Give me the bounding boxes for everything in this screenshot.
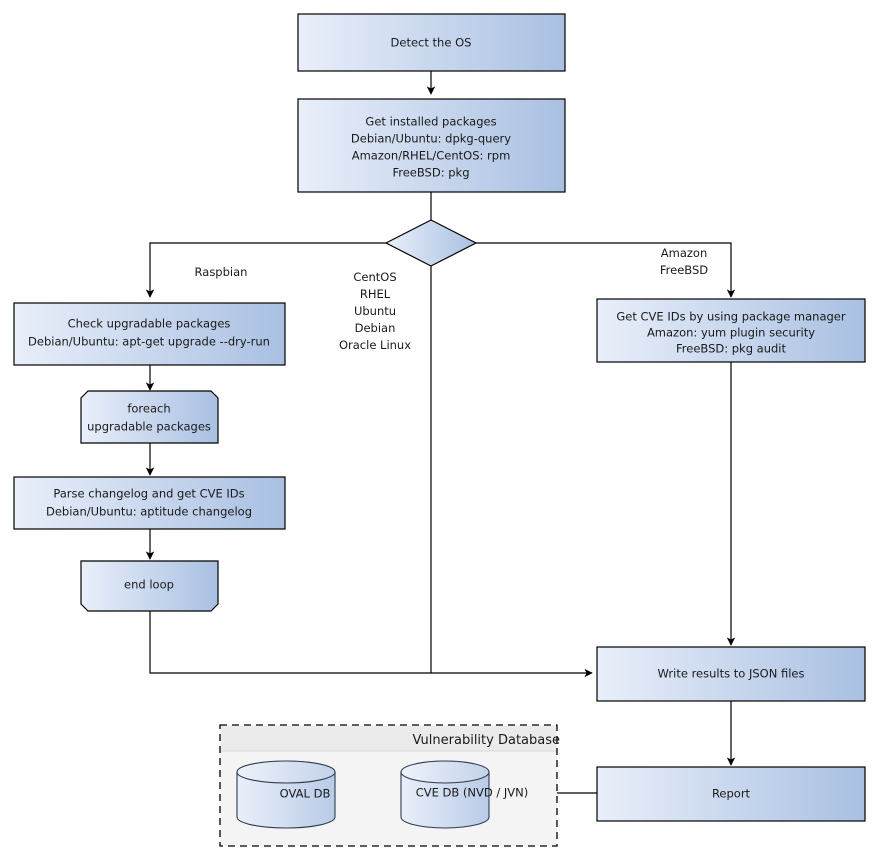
node-foreach-loop-line-2: upgradable packages xyxy=(87,420,211,434)
edge-label-right-line-2: FreeBSD xyxy=(660,263,708,277)
edge-label-middle-line-2: RHEL xyxy=(360,287,391,301)
node-report[interactable]: Report xyxy=(596,766,866,822)
node-detect-os[interactable]: Detect the OS xyxy=(297,13,566,72)
node-check-upgradable-box xyxy=(13,302,286,366)
node-write-results[interactable]: Write results to JSON files xyxy=(596,646,866,702)
edge-label-raspbian: Raspbian xyxy=(195,265,248,279)
node-write-results-label: Write results to JSON files xyxy=(658,667,805,681)
group-vulnerability-database-title: Vulnerability Database xyxy=(413,733,560,748)
db-cve[interactable]: CVE DB (NVD / JVN) xyxy=(400,760,529,829)
node-detect-os-box xyxy=(297,13,566,72)
node-report-box xyxy=(596,766,866,822)
node-foreach-loop[interactable]: foreach upgradable packages xyxy=(80,390,219,444)
node-check-upgradable[interactable]: Check upgradable packages Debian/Ubuntu:… xyxy=(13,302,286,366)
node-parse-changelog-line-1: Parse changelog and get CVE IDs xyxy=(53,487,244,501)
edge-decision-right-amazon xyxy=(476,242,736,298)
node-get-installed-packages-line-4: FreeBSD: pkg xyxy=(392,166,469,180)
db-oval[interactable]: OVAL DB xyxy=(236,760,336,829)
group-vulnerability-database: Vulnerability Database OVAL DB CVE DB (N… xyxy=(219,724,560,847)
node-get-cve-ids-box xyxy=(596,298,866,363)
edge-label-middle-line-3: Ubuntu xyxy=(354,304,396,318)
node-get-cve-ids-line-2: Amazon: yum plugin security xyxy=(647,326,815,340)
node-parse-changelog-box xyxy=(13,476,286,530)
node-foreach-loop-line-1: foreach xyxy=(127,402,170,416)
edge-label-middle-line-1: CentOS xyxy=(353,270,396,284)
node-report-label: Report xyxy=(712,787,751,801)
edge-endloop-to-write xyxy=(149,611,593,678)
node-write-results-box xyxy=(596,646,866,702)
edge-decision-left-raspbian xyxy=(145,242,386,298)
db-oval-top xyxy=(236,760,336,784)
node-foreach-loop-shape xyxy=(80,390,219,444)
node-get-installed-packages-box xyxy=(297,98,566,193)
db-cve-label: CVE DB (NVD / JVN) xyxy=(416,786,529,800)
node-os-decision-diamond xyxy=(384,219,478,267)
node-parse-changelog-line-2: Debian/Ubuntu: aptitude changelog xyxy=(46,505,252,519)
node-get-installed-packages-line-3: Amazon/RHEL/CentOS: rpm xyxy=(352,149,511,163)
edge-label-raspbian-line-1: Raspbian xyxy=(195,265,248,279)
edge-label-amazon-freebsd: Amazon FreeBSD xyxy=(660,246,708,277)
node-end-loop-shape xyxy=(80,560,219,612)
db-oval-body xyxy=(236,771,336,829)
node-end-loop[interactable]: end loop xyxy=(80,560,219,612)
node-get-installed-packages[interactable]: Get installed packages Debian/Ubuntu: dp… xyxy=(297,98,566,193)
edge-label-middle-line-4: Debian xyxy=(355,321,396,335)
node-get-cve-ids-line-3: FreeBSD: pkg audit xyxy=(676,342,787,356)
node-detect-os-label: Detect the OS xyxy=(391,36,472,50)
node-os-decision[interactable] xyxy=(384,219,478,267)
node-get-cve-ids[interactable]: Get CVE IDs by using package manager Ama… xyxy=(596,298,866,363)
node-end-loop-label: end loop xyxy=(124,578,174,592)
node-get-installed-packages-line-1: Get installed packages xyxy=(365,115,496,129)
edge-label-right-line-1: Amazon xyxy=(661,246,707,260)
edge-label-middle-line-5: Oracle Linux xyxy=(339,338,411,352)
node-get-cve-ids-line-1: Get CVE IDs by using package manager xyxy=(616,310,846,324)
db-oval-label: OVAL DB xyxy=(280,787,331,801)
node-check-upgradable-line-2: Debian/Ubuntu: apt-get upgrade --dry-run xyxy=(28,335,270,349)
node-check-upgradable-line-1: Check upgradable packages xyxy=(68,317,231,331)
node-get-installed-packages-line-2: Debian/Ubuntu: dpkg-query xyxy=(351,132,511,146)
node-parse-changelog[interactable]: Parse changelog and get CVE IDs Debian/U… xyxy=(13,476,286,530)
group-vulnerability-database-titlebar xyxy=(221,726,556,751)
db-cve-body xyxy=(400,771,490,829)
db-cve-top xyxy=(400,760,490,784)
edge-label-middle-distros: CentOS RHEL Ubuntu Debian Oracle Linux xyxy=(339,270,411,352)
